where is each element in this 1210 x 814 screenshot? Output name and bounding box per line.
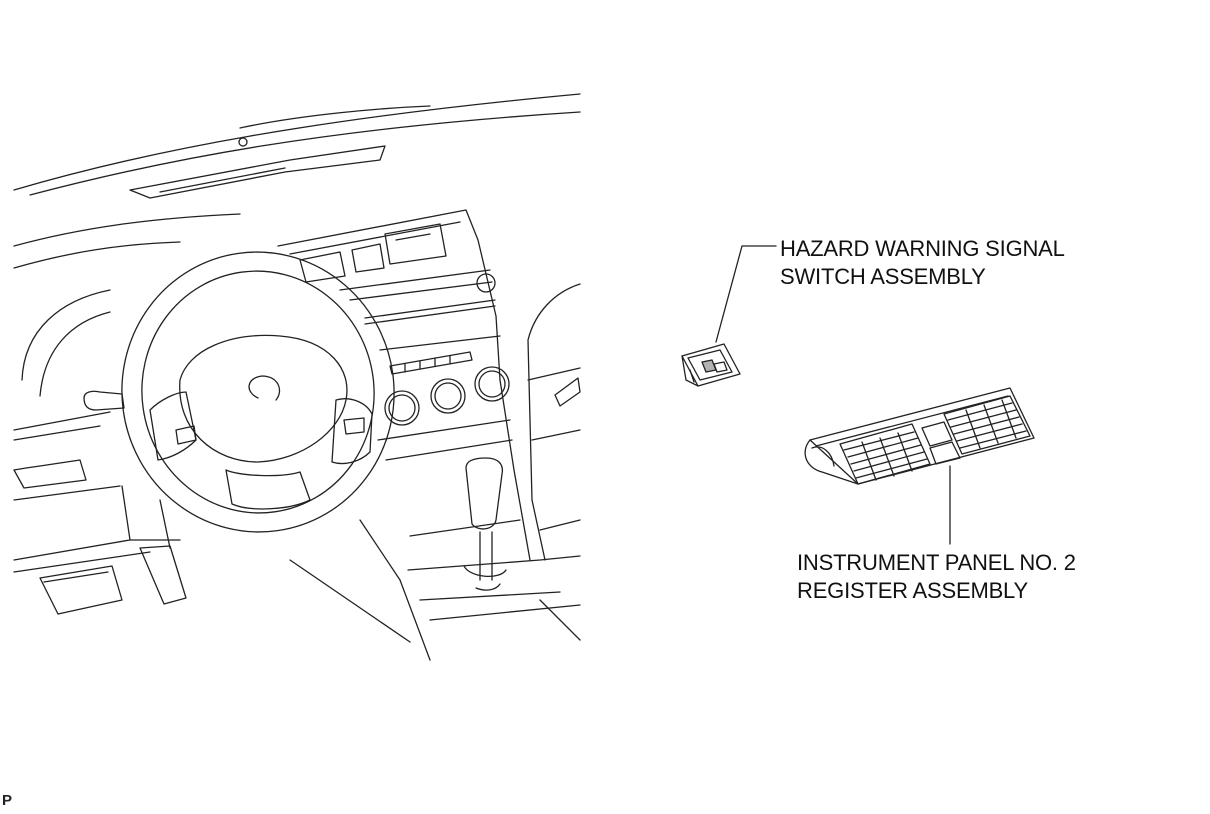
- driver-dash: [13, 289, 181, 573]
- hazard-switch-leader-line: [715, 245, 777, 343]
- dashboard-top: [13, 93, 581, 269]
- register-part: [804, 387, 1035, 485]
- pedals: [39, 545, 187, 615]
- register-callout-line2: REGISTER ASSEMBLY: [797, 578, 1028, 603]
- center-console: [289, 457, 581, 661]
- vehicle-interior-illustration: [13, 93, 581, 661]
- center-stack: [277, 209, 531, 561]
- steering-wheel: [121, 251, 395, 549]
- hazard-switch-callout-line1: HAZARD WARNING SIGNAL: [780, 236, 1065, 261]
- hazard-switch-part: [681, 343, 741, 387]
- passenger-dash: [527, 283, 581, 561]
- figure-code: P: [2, 792, 13, 809]
- register-callout-line1: INSTRUMENT PANEL NO. 2: [797, 550, 1076, 575]
- register-callout: INSTRUMENT PANEL NO. 2 REGISTER ASSEMBLY: [797, 549, 1076, 605]
- hazard-switch-callout-line2: SWITCH ASSEMBLY: [780, 264, 986, 289]
- hazard-switch-callout: HAZARD WARNING SIGNAL SWITCH ASSEMBLY: [780, 235, 1065, 291]
